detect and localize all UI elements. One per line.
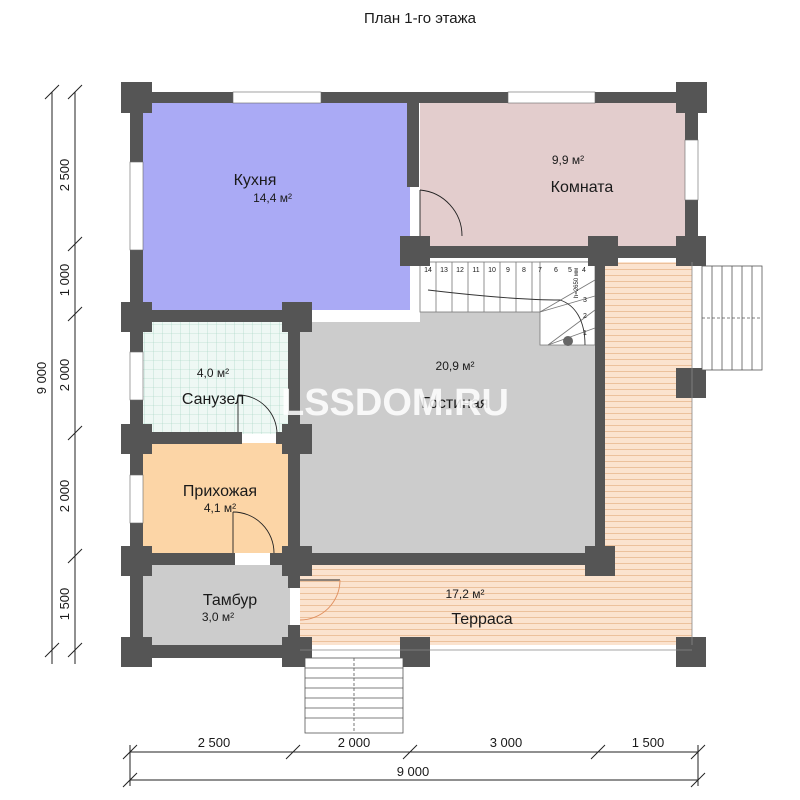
bathroom-area-label: 4,0 м²: [197, 366, 229, 380]
terrace-area-bottom: [300, 565, 692, 645]
vestibule-area: [143, 565, 290, 645]
dim-bottom-label: 2 500: [198, 735, 231, 750]
stairs: 14 13 12 11 10 9 8 7 6 5 4 3 2 1 h=2650 …: [419, 261, 596, 346]
hall-name: Прихожая: [183, 483, 257, 500]
stair-step-label: 3: [583, 297, 587, 304]
kitchen-area-label: 14,4 м²: [253, 191, 292, 205]
vestibule-area-label: 3,0 м²: [202, 610, 234, 624]
kitchen-name: Кухня: [234, 172, 277, 189]
stair-height-note: h=2650 мм: [574, 268, 580, 298]
room-area: [420, 103, 685, 248]
log-joints: [121, 82, 707, 667]
watermark: LSSDOM.RU: [281, 382, 509, 424]
dim-left-label: 1 000: [57, 264, 72, 297]
terrace-name: Терраса: [451, 611, 512, 628]
living-area-label: 20,9 м²: [436, 359, 475, 373]
stair-step-label: 10: [488, 267, 496, 274]
plan-title: План 1-го этажа: [364, 10, 477, 27]
stair-step-label: 13: [440, 267, 448, 274]
stair-step-label: 8: [522, 267, 526, 274]
hall-area: [143, 443, 290, 553]
living-area: [300, 262, 595, 553]
dim-bottom-total: 9 000: [397, 764, 430, 779]
stair-step-label: 4: [582, 267, 586, 274]
windows: [129, 91, 699, 524]
terrace-area-label: 17,2 м²: [446, 587, 485, 601]
dim-bottom-label: 1 500: [632, 735, 665, 750]
bathroom-name: Санузел: [182, 391, 244, 408]
terrace-railing: [300, 262, 693, 651]
dim-left-total: 9 000: [34, 362, 49, 395]
dim-left-label: 2 000: [57, 480, 72, 513]
bottom-dimensions: 2 500 2 000 3 000 1 500 9 000: [122, 735, 706, 788]
dim-left-label: 1 500: [57, 588, 72, 621]
porch-steps: [304, 265, 763, 734]
stair-step-label: 1: [583, 330, 587, 337]
left-dimensions: 2 500 1 000 2 000 2 000 1 500 9 000: [34, 84, 83, 664]
stair-step-label: 12: [456, 267, 464, 274]
stair-step-label: 11: [472, 267, 479, 274]
stair-step-label: 9: [506, 267, 510, 274]
dim-bottom-label: 3 000: [490, 735, 523, 750]
kitchen-area: [143, 103, 410, 310]
dim-left-label: 2 500: [57, 159, 72, 192]
terrace-area-right: [605, 262, 692, 565]
hall-area-label: 4,1 м²: [204, 501, 236, 515]
room-area-label: 9,9 м²: [552, 153, 584, 167]
stair-step-label: 6: [554, 267, 558, 274]
room-name: Комната: [551, 179, 614, 196]
stair-step-label: 2: [583, 313, 587, 320]
bathroom-area: [143, 322, 290, 434]
dim-left-label: 2 000: [57, 359, 72, 392]
vestibule-name: Тамбур: [203, 592, 257, 609]
stair-step-label: 5: [568, 267, 572, 274]
living-name: Гостиная: [421, 395, 488, 412]
stair-step-label: 14: [424, 267, 432, 274]
stair-step-label: 7: [538, 267, 542, 274]
dim-bottom-label: 2 000: [338, 735, 371, 750]
doors: [232, 189, 463, 621]
